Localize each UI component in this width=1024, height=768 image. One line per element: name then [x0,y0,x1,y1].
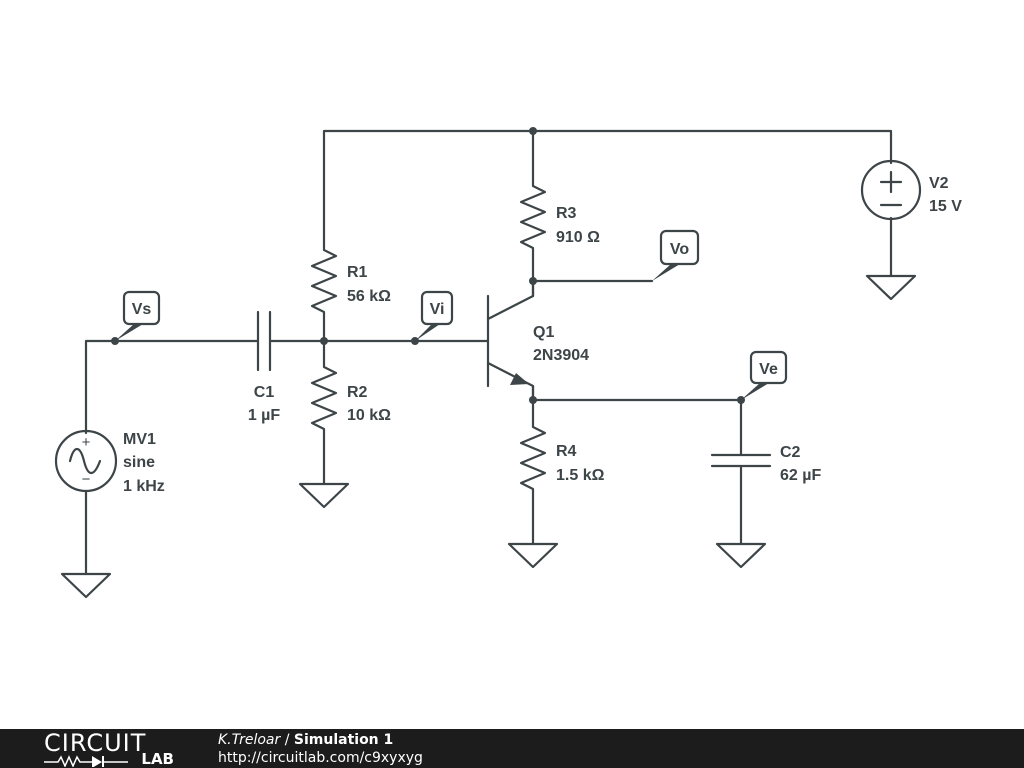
resistor-diode-logo-icon [44,755,128,767]
r4-name: R4 [556,443,577,460]
resistor-r1[interactable]: R1 56 kΩ [310,245,391,317]
footer-info: K.Treloar / Simulation 1 http://circuitl… [218,731,423,767]
q1-emitter-arrow [510,373,529,385]
probe-vo-pointer [652,264,680,281]
q1-value: 2N3904 [533,347,589,364]
resistor-r4[interactable]: R4 1.5 kΩ [519,421,605,494]
probe-vi[interactable]: Vi [415,290,454,341]
logo-lab-text: LAB [141,750,174,768]
probe-ve-pointer [741,383,769,400]
author-name[interactable]: K.Treloar [218,732,281,748]
v2-circle [860,159,922,221]
ground-icon [507,542,559,569]
resistor-r4-symbol [519,421,547,494]
q1-name: Q1 [533,324,554,341]
r4-value: 1.5 kΩ [556,467,605,484]
junctions [111,127,745,404]
r2-name: R2 [347,384,368,401]
q1-emitter-lead [486,361,535,402]
mv1-circle [54,429,118,493]
logo-circuit-text: CIRCUIT [44,729,147,757]
footer-bar: CIRCUIT LAB K.Treloar / Simulation 1 htt… [0,729,1024,768]
r3-name: R3 [556,205,577,222]
schematic-canvas[interactable]: R1 56 kΩ R2 10 kΩ R3 910 Ω R4 1.5 kΩ C1 … [0,0,1024,729]
grounds [60,274,917,599]
probe-vo-label: Vo [670,241,689,258]
wire-top-rail [322,129,893,249]
simulation-name: Simulation 1 [293,732,394,748]
resistor-r3[interactable]: R3 910 Ω [519,181,600,252]
resistor-r3-symbol [519,181,547,252]
probe-vs-pointer [115,324,143,341]
probe-ve-label: Ve [759,361,778,378]
circuit-url-link[interactable]: http://circuitlab.com/c9xyxyg [218,750,423,766]
ground-icon [298,482,350,509]
v2-value: 15 V [929,198,962,215]
mv1-name: MV1 [123,431,156,448]
capacitor-c2[interactable]: C2 62 µF [710,444,821,484]
c1-value: 1 µF [248,407,281,424]
probe-vs[interactable]: Vs [115,290,161,341]
dc-source-v2[interactable]: V2 15 V [860,159,962,221]
q1-collector-lead [486,279,535,321]
wire-source-to-c1 [84,339,260,435]
circuitlab-logo[interactable]: CIRCUIT LAB [44,731,174,767]
mv1-minus-icon: − [82,471,91,488]
wires [84,129,893,576]
r2-value: 10 kΩ [347,407,391,424]
sine-source-mv1[interactable]: + − MV1 sine 1 kHz [54,429,165,495]
capacitor-c1[interactable]: C1 1 µF [248,310,281,424]
probe-vo-box [659,229,700,266]
probe-vo[interactable]: Vo [652,229,700,281]
probe-vi-label: Vi [430,301,445,318]
c1-name: C1 [254,384,275,401]
probe-vs-box [122,290,161,326]
junction-dot [529,127,537,135]
transistor-q1[interactable]: Q1 2N3904 [486,279,589,402]
v2-name: V2 [929,175,949,192]
ground-icon [715,542,767,569]
ground-icon [865,274,917,301]
r3-value: 910 Ω [556,229,600,246]
r1-name: R1 [347,264,368,281]
ground-icon [60,572,112,599]
mv1-frequency: 1 kHz [123,478,165,495]
probe-vs-label: Vs [132,301,152,318]
resistor-r1-symbol [310,245,338,317]
probe-ve-box [749,350,788,385]
breadcrumb-separator: / [280,732,294,748]
mv1-plus-icon: + [82,434,91,451]
probe-vi-box [420,290,454,326]
resistor-r2[interactable]: R2 10 kΩ [310,361,391,435]
r1-value: 56 kΩ [347,288,391,305]
mv1-type: sine [123,454,155,471]
junction-dot [320,337,328,345]
sine-wave-icon [68,447,102,475]
probe-ve[interactable]: Ve [741,350,788,400]
c2-value: 62 µF [780,467,821,484]
resistor-r2-symbol [310,361,338,435]
c2-name: C2 [780,444,801,461]
probe-vi-pointer [415,324,440,341]
